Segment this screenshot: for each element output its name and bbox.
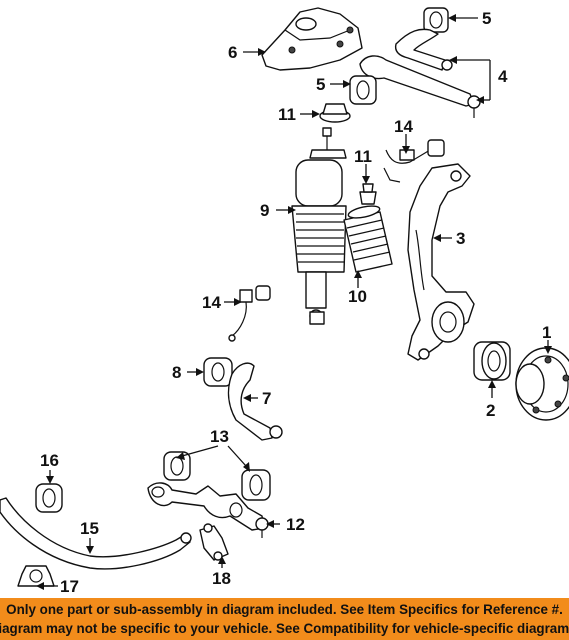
callout-7: 7 [262,389,271,408]
callout-4: 4 [498,67,508,86]
callout-13: 13 [210,427,229,446]
part-3-steering-knuckle [407,163,475,361]
part-12-lower-control-arm [147,482,269,538]
part-15-stabilizer-bar [0,497,192,570]
disclaimer-line-1: Only one part or sub-assembly in diagram… [6,602,563,617]
callout-6: 6 [228,43,237,62]
callout-9: 9 [260,201,269,220]
callout-10: 10 [348,287,367,306]
part-1-wheel-hub [515,347,569,421]
callout-17: 17 [60,577,79,596]
part-2-wheel-bearing [473,341,511,381]
callout-16: 16 [40,451,59,470]
callout-11-mid: 11 [354,147,372,166]
callout-11-top: 11 [278,105,296,124]
part-4-upper-control-arm [359,55,481,118]
callout-14-low: 14 [202,293,221,312]
part-10-dust-boot [343,205,393,273]
callout-2: 2 [486,401,495,420]
part-7-tension-strut [227,362,283,441]
part-8-bushing [203,357,233,387]
leader-lines [36,14,552,590]
callout-15: 15 [80,519,99,538]
callout-3: 3 [456,229,465,248]
part-14-sensor-lower [228,285,271,342]
callout-12: 12 [286,515,305,534]
part-18-stabilizer-link [199,523,229,561]
parts-diagram: 6 5 5 4 11 14 11 9 3 10 14 1 2 8 7 13 16… [0,7,569,596]
part-16-stabilizer-bushing [35,483,63,513]
callout-18: 18 [212,569,231,588]
callout-8: 8 [172,363,181,382]
part-11-bump-stop [359,183,377,205]
part-11-top-mount [319,103,351,123]
disclaimer-line-2: Diagram may not be specific to your vehi… [0,621,569,636]
part-5-lower-bushing [349,75,377,105]
callout-14-top: 14 [394,117,413,136]
part-6-strut-mount [261,7,363,71]
part-upper-arm-small [394,28,446,71]
part-9-air-strut [291,127,347,325]
callout-5-mid: 5 [316,75,325,94]
callout-5-top: 5 [482,9,491,28]
callout-1: 1 [542,323,551,342]
part-5-upper-bushing [423,7,449,33]
part-17-clamp [17,565,55,587]
disclaimer-banner: Only one part or sub-assembly in diagram… [0,598,569,640]
